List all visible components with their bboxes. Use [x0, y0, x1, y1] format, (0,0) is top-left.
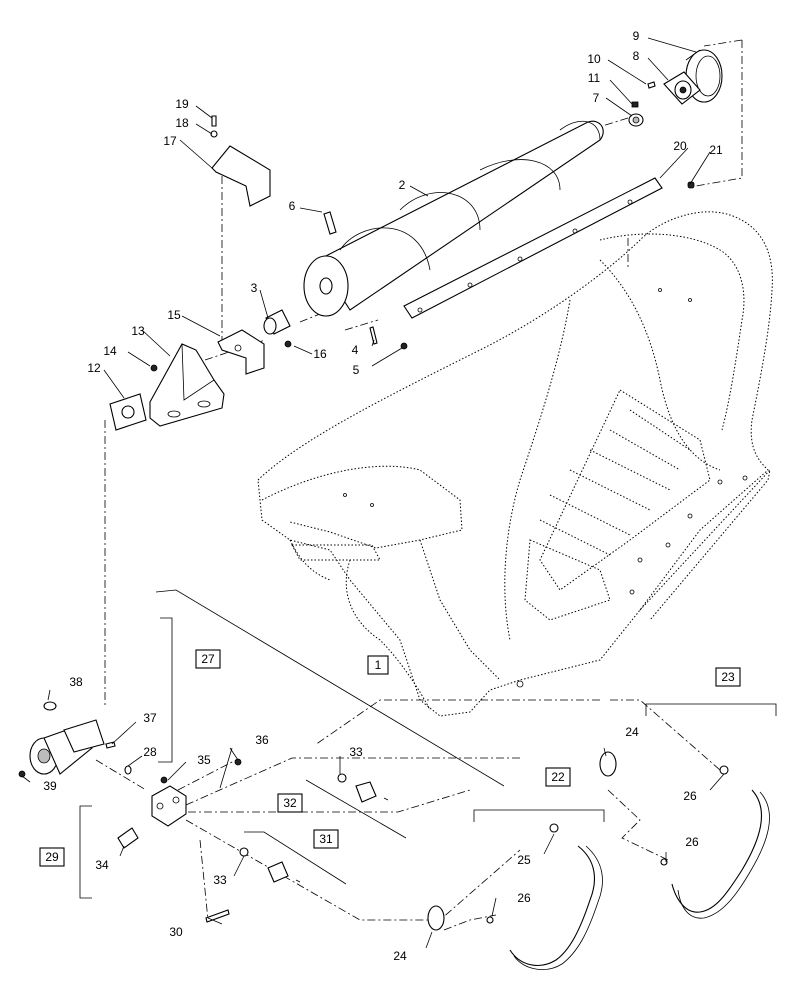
- callout-34: 34: [95, 858, 109, 872]
- auger-2: [303, 120, 604, 317]
- group-bracket-32: [305, 779, 407, 839]
- grain-tank-outline: [257, 211, 773, 717]
- group-bracket-29: [79, 805, 92, 899]
- plug-35: [160, 776, 168, 784]
- bolt-10: [647, 81, 656, 89]
- callout-labels: 1 2 3 4 5 6 7 8 9 10 11 12 13 14 15 16 1…: [43, 29, 735, 963]
- callout-26a: 26: [683, 789, 697, 803]
- bolt-14: [150, 364, 158, 372]
- screw-19: [211, 115, 217, 127]
- bushing-7: [628, 113, 644, 127]
- callout-12: 12: [87, 361, 101, 375]
- callout-21: 21: [709, 143, 723, 157]
- auger-trough-20: [403, 177, 663, 319]
- callout-35: 35: [197, 753, 211, 767]
- hydraulic-motor: [29, 719, 105, 775]
- plate-15: [217, 329, 265, 375]
- fitting-31: [239, 847, 301, 883]
- callout-boxes: [39, 649, 741, 867]
- nut-5: [400, 342, 408, 350]
- o-ring-38: [43, 701, 57, 711]
- callout-5: 5: [353, 363, 360, 377]
- washer-28: [124, 765, 132, 775]
- bolt-4: [369, 326, 378, 345]
- bolt-16: [284, 340, 292, 348]
- plate-12: [109, 393, 147, 431]
- callout-23: 23: [721, 670, 735, 684]
- callout-36: 36: [255, 733, 269, 747]
- leader-lines: [21, 37, 725, 949]
- callout-24b: 24: [393, 949, 407, 963]
- callout-26c: 26: [517, 891, 531, 905]
- callout-15: 15: [167, 308, 181, 322]
- shield-17: [211, 145, 271, 207]
- callout-33b: 33: [213, 873, 227, 887]
- group-bracket-27: [158, 617, 173, 763]
- callout-26b: 26: [685, 835, 699, 849]
- bolt-30: [205, 909, 230, 923]
- callout-box-22: [545, 767, 571, 787]
- callout-28: 28: [143, 745, 157, 759]
- plug-36: [234, 758, 242, 766]
- bushing-3: [263, 309, 291, 335]
- callout-4: 4: [352, 343, 359, 357]
- callout-14: 14: [103, 344, 117, 358]
- bracket-13: [149, 343, 225, 427]
- nut-11: [631, 101, 639, 108]
- callout-11: 11: [588, 71, 601, 85]
- callout-16: 16: [313, 347, 327, 361]
- callout-22: 22: [551, 770, 565, 784]
- callout-29: 29: [45, 850, 59, 864]
- callout-39: 39: [43, 779, 57, 793]
- pin-6: [323, 211, 337, 235]
- callout-box-1: [367, 655, 389, 675]
- callout-8: 8: [633, 49, 640, 63]
- callout-box-23: [715, 667, 741, 687]
- callout-17: 17: [163, 134, 177, 148]
- callout-18: 18: [175, 116, 189, 130]
- callout-30: 30: [169, 925, 183, 939]
- callout-box-31: [313, 829, 339, 849]
- callout-25: 25: [517, 853, 531, 867]
- group-bracket-23: [645, 703, 777, 716]
- centerlines: [95, 39, 743, 931]
- callout-6: 6: [289, 199, 296, 213]
- valve-block: [151, 785, 187, 827]
- callout-1: 1: [375, 658, 382, 672]
- callout-20: 20: [673, 139, 687, 153]
- bearing-flange-8: [663, 71, 701, 105]
- callout-13: 13: [131, 324, 145, 338]
- callout-7: 7: [593, 91, 600, 105]
- callout-19: 19: [175, 97, 189, 111]
- group-bracket-1: [155, 589, 505, 787]
- callout-2: 2: [399, 178, 406, 192]
- callout-24a: 24: [625, 725, 639, 739]
- callout-box-32: [277, 793, 303, 813]
- group-bracket-31: [244, 831, 347, 885]
- hose-22: [427, 823, 603, 970]
- callout-9: 9: [633, 29, 640, 43]
- nut-39: [18, 770, 26, 778]
- callout-10: 10: [587, 52, 601, 66]
- callout-27: 27: [201, 652, 215, 666]
- washer-18: [210, 130, 218, 138]
- hose-23: [599, 751, 770, 919]
- fitting-34: [117, 827, 139, 849]
- callout-32: 32: [283, 796, 297, 810]
- callout-box-29: [39, 847, 65, 867]
- callout-37: 37: [143, 711, 157, 725]
- callout-3: 3: [251, 281, 258, 295]
- callout-33a: 33: [349, 745, 363, 759]
- fitting-32: [337, 773, 389, 803]
- group-bracket-22: [473, 809, 605, 822]
- callout-box-27: [195, 649, 221, 669]
- callout-31: 31: [319, 832, 333, 846]
- callout-38: 38: [69, 675, 83, 689]
